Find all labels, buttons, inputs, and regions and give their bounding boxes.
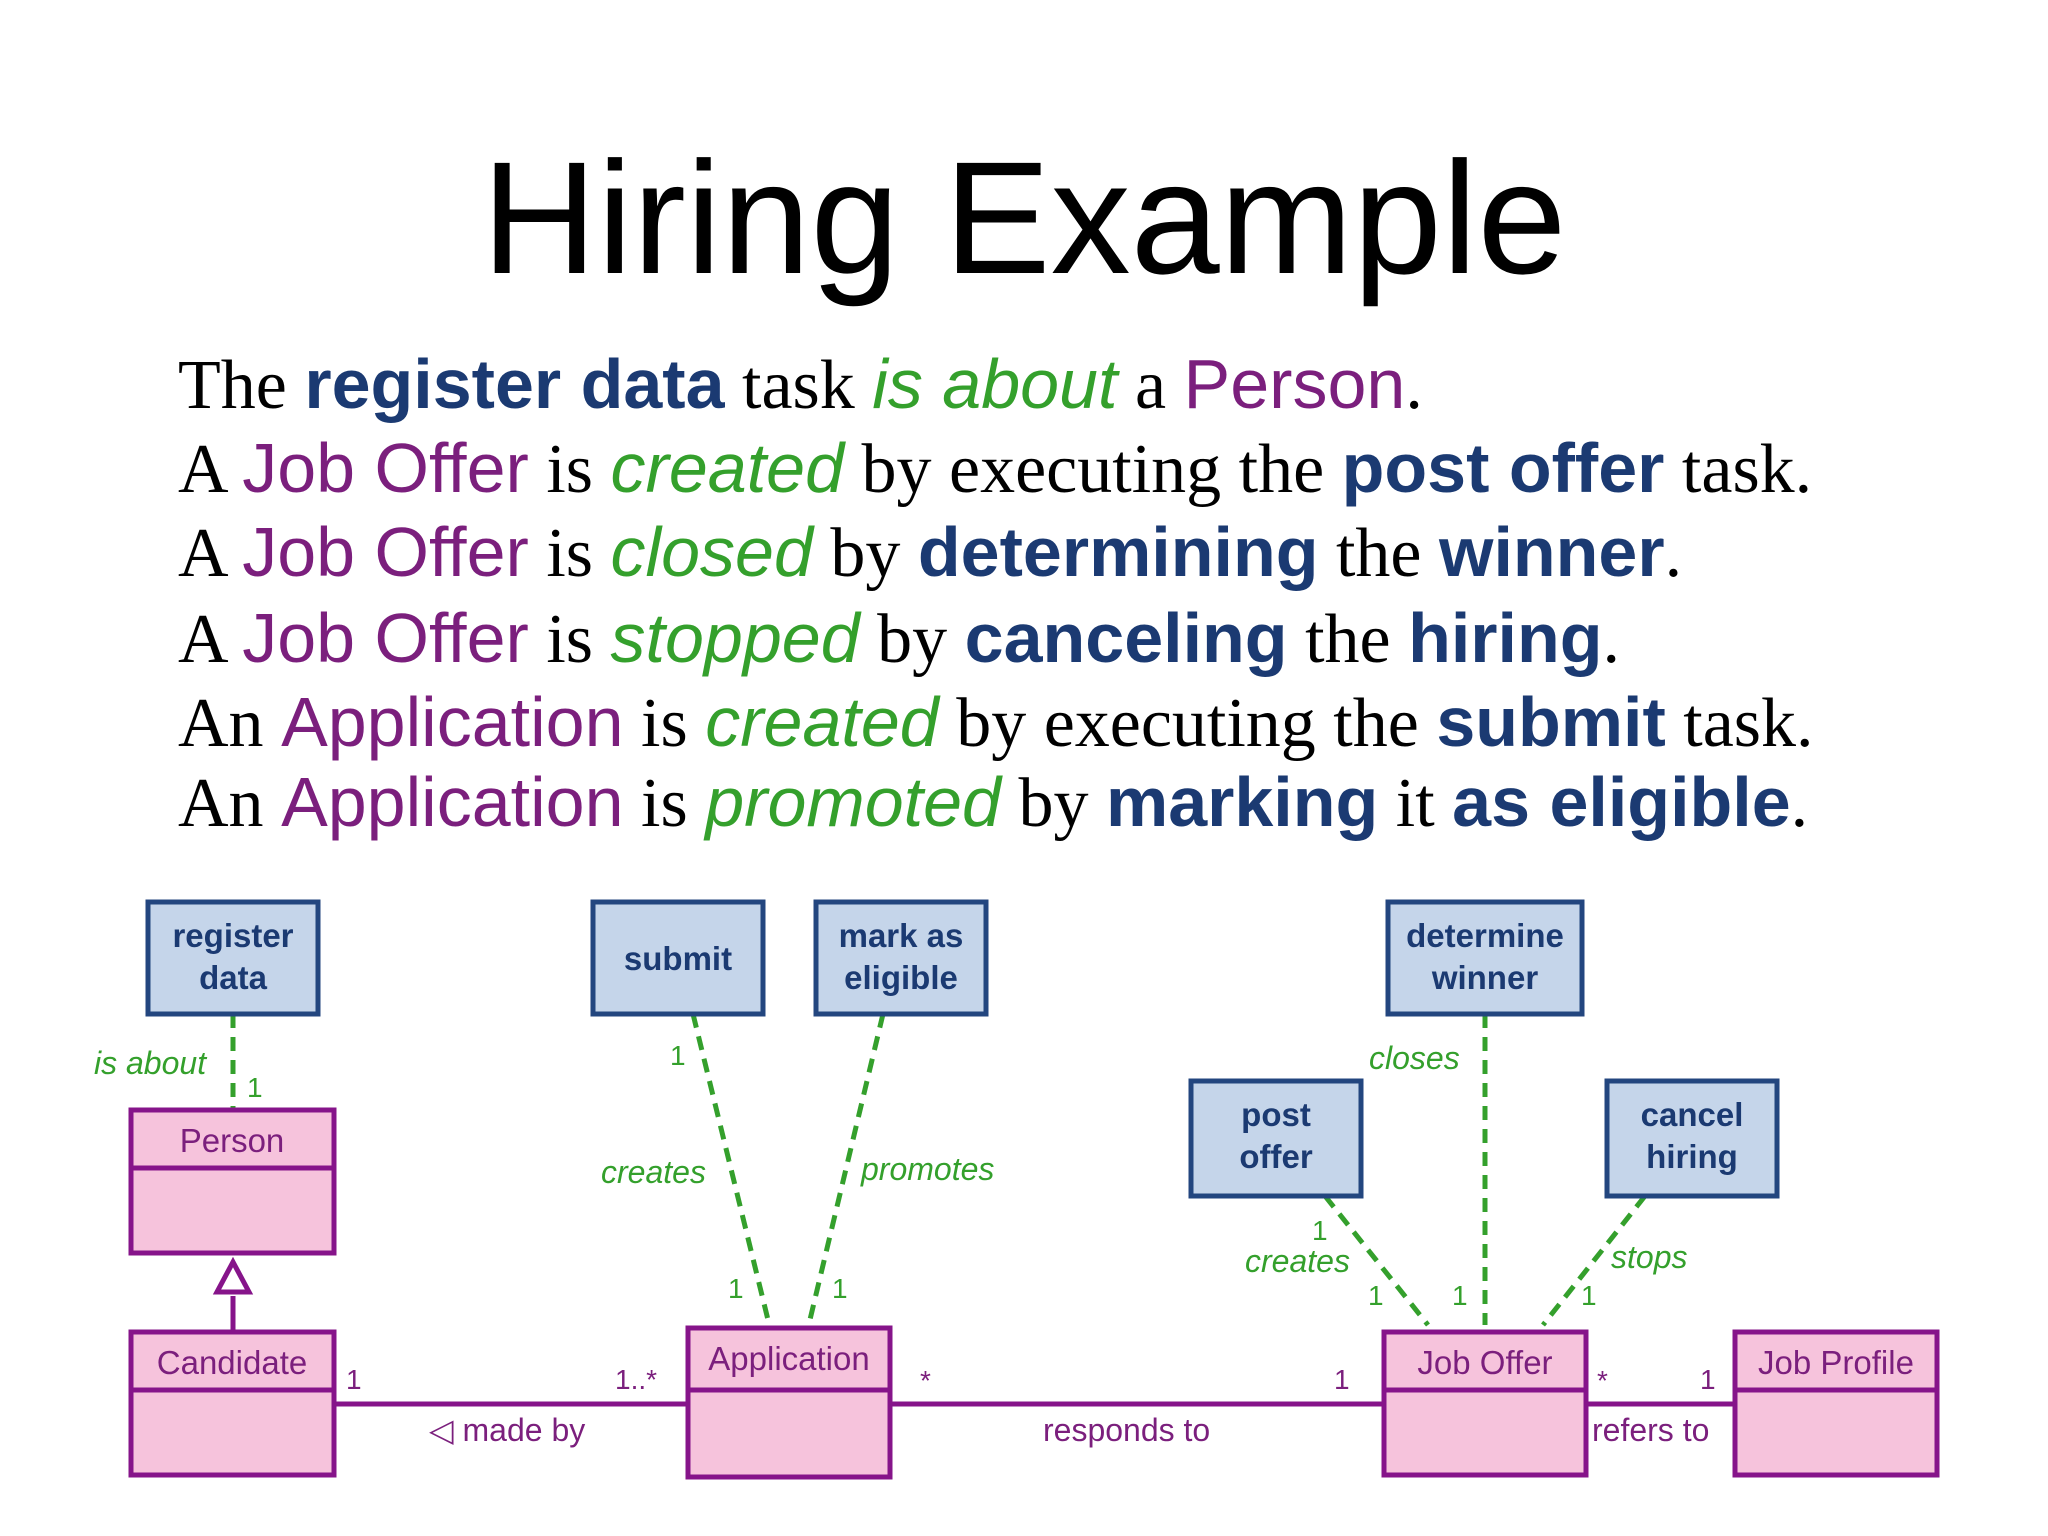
label-refers-to: refers to [1592, 1412, 1709, 1448]
label-promotes: promotes [860, 1151, 994, 1187]
task-cancel-hiring-line2: hiring [1646, 1138, 1738, 1175]
mult-made-by-right: 1..* [615, 1364, 657, 1395]
label-is-about: is about [94, 1045, 207, 1081]
task-register-data-line1: register [172, 917, 293, 954]
task-cancel-hiring[interactable]: cancel hiring [1604, 1078, 1780, 1199]
link-promotes [805, 1013, 886, 1329]
link-stops [1541, 1194, 1647, 1327]
mult-responds-to-right: 1 [1334, 1364, 1350, 1395]
slide-title: Hiring Example [481, 128, 1567, 307]
class-job-offer-name: Job Offer [1417, 1344, 1552, 1381]
class-job-profile-name: Job Profile [1758, 1344, 1914, 1381]
mult-refers-to-left: * [1597, 1365, 1608, 1396]
mult-refers-to-right: 1 [1700, 1364, 1716, 1395]
task-submit[interactable]: submit [590, 899, 766, 1017]
label-closes: closes [1369, 1040, 1460, 1076]
class-candidate[interactable]: Candidate [128, 1329, 337, 1478]
label-creates-job-offer: creates [1245, 1243, 1350, 1279]
class-job-profile[interactable]: Job Profile [1732, 1329, 1940, 1478]
sentence-submit: An Application is created by executing t… [178, 683, 1814, 762]
mult-creates-job-offer-task: 1 [1312, 1215, 1328, 1246]
mult-responds-to-left: * [920, 1365, 931, 1396]
task-mark-as-eligible-line2: eligible [844, 959, 958, 996]
class-application-name: Application [708, 1340, 869, 1377]
mult-is-about: 1 [247, 1072, 263, 1103]
label-responds-to: responds to [1043, 1412, 1210, 1448]
class-application[interactable]: Application [685, 1325, 893, 1480]
sentence-post-offer: A Job Offer is created by executing the … [178, 429, 1813, 508]
task-determine-winner-line2: winner [1431, 959, 1539, 996]
mult-creates-application-class: 1 [728, 1273, 744, 1304]
task-mark-as-eligible[interactable]: mark as eligible [813, 899, 989, 1017]
sentence-register-data: The register data task is about a Person… [178, 345, 1423, 424]
class-person[interactable]: Person [128, 1107, 337, 1256]
link-creates-application [690, 1013, 773, 1329]
link-creates-job-offer [1323, 1194, 1430, 1327]
class-candidate-name: Candidate [157, 1344, 307, 1381]
task-mark-as-eligible-line1: mark as [839, 917, 964, 954]
task-cancel-hiring-line1: cancel [1641, 1096, 1744, 1133]
mult-promotes-class: 1 [832, 1273, 848, 1304]
label-made-by: ◁ made by [429, 1412, 585, 1448]
task-post-offer[interactable]: post offer [1188, 1078, 1364, 1199]
task-register-data[interactable]: register data [145, 899, 321, 1017]
task-post-offer-line2: offer [1239, 1138, 1312, 1175]
label-stops: stops [1611, 1239, 1687, 1275]
mult-stops-class: 1 [1581, 1280, 1597, 1311]
task-register-data-line2: data [199, 959, 268, 996]
generalization-arrowhead [212, 1256, 254, 1295]
mult-creates-job-offer-class: 1 [1368, 1280, 1384, 1311]
sentence-cancel-hiring: A Job Offer is stopped by canceling the … [178, 599, 1621, 678]
class-person-name: Person [180, 1122, 285, 1159]
sentence-determine-winner: A Job Offer is closed by determining the… [178, 513, 1683, 592]
task-determine-winner[interactable]: determine winner [1385, 899, 1585, 1017]
mult-made-by-left: 1 [346, 1364, 362, 1395]
sentence-mark-eligible: An Application is promoted by marking it… [178, 763, 1809, 842]
mult-closes-class: 1 [1452, 1280, 1468, 1311]
task-submit-label: submit [624, 940, 732, 977]
task-determine-winner-line1: determine [1406, 917, 1564, 954]
task-post-offer-line1: post [1241, 1096, 1311, 1133]
class-job-offer[interactable]: Job Offer [1381, 1329, 1589, 1478]
label-creates-application: creates [601, 1154, 706, 1190]
mult-creates-application-task: 1 [670, 1040, 686, 1071]
